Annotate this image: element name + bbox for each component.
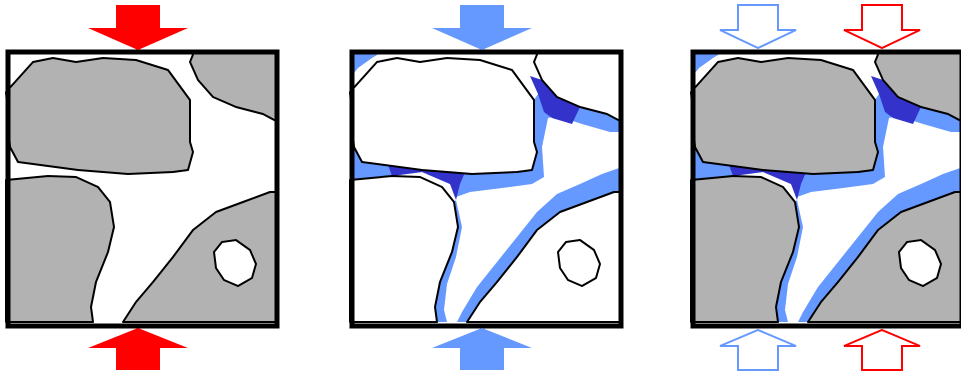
panel-2-water-pressure bbox=[350, 52, 622, 326]
panel-3-top-arrow-red-outline bbox=[844, 5, 920, 48]
panel-2-bottom-arrow-blue bbox=[432, 328, 532, 370]
panel-1-dry-solid-compression bbox=[6, 52, 278, 326]
panel-3-top-arrow-blue-outline bbox=[720, 5, 796, 48]
panel-3-bottom-arrow-red-outline bbox=[844, 330, 920, 370]
panel-1-top-arrow-red bbox=[88, 5, 188, 50]
grain-top-left bbox=[691, 58, 878, 174]
grain-outline-top-left bbox=[350, 58, 537, 174]
panel-3-bottom-arrow-blue-outline bbox=[720, 330, 796, 370]
grain-top-left bbox=[6, 58, 193, 174]
panel-2-top-arrow-blue bbox=[432, 5, 532, 50]
panel-3-combined-stress bbox=[691, 52, 961, 326]
panel-1-bottom-arrow-red bbox=[88, 328, 188, 370]
